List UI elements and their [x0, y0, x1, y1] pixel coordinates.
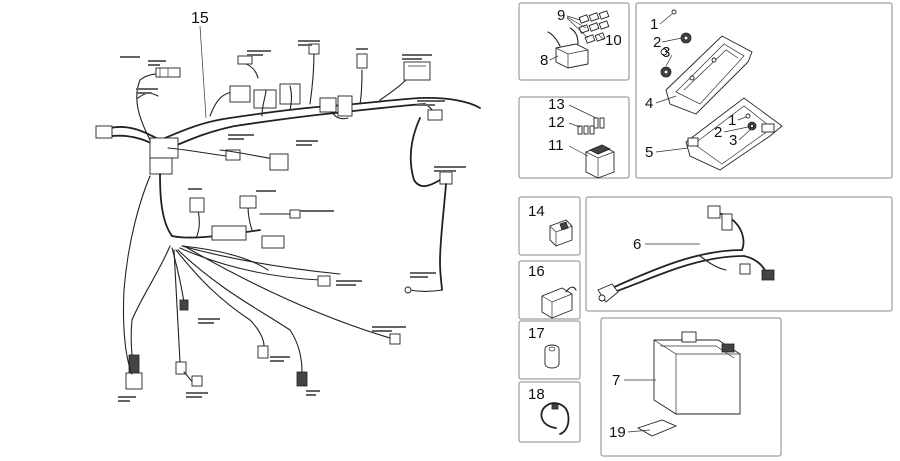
part-6-battery-harness — [597, 205, 775, 303]
part-14-clip — [549, 219, 573, 247]
annotation-lines — [118, 40, 466, 402]
frame-box-17 — [518, 320, 581, 380]
part-16-bracket — [541, 286, 577, 319]
callout-7: 7 — [612, 372, 620, 389]
callout-1b: 1 — [728, 112, 736, 129]
callout-11: 11 — [548, 137, 564, 154]
frame-box-7-19 — [600, 317, 782, 457]
main-wiring-harness — [95, 43, 481, 390]
part-12-13-mini-fuses — [577, 117, 605, 135]
callout-9: 9 — [557, 7, 565, 24]
callout-10: 10 — [605, 32, 622, 49]
part-4-fuse-box-lid — [665, 35, 753, 115]
part-5-fuse-box-base — [685, 97, 783, 171]
callout-1: 1 — [650, 16, 658, 33]
callout-5: 5 — [645, 144, 653, 161]
frame-box-16 — [518, 260, 581, 320]
frame-box-14 — [518, 196, 581, 256]
frame-box-18 — [518, 381, 581, 443]
callout-15: 15 — [191, 10, 209, 27]
part-19-battery-pad — [636, 419, 678, 437]
part-11-relay — [585, 144, 615, 179]
part-7-battery — [653, 331, 741, 415]
callout-6: 6 — [633, 236, 641, 253]
callout-2b: 2 — [714, 124, 722, 141]
callout-3: 3 — [662, 44, 670, 61]
part-17-grommet — [544, 344, 560, 369]
frame-box-6 — [585, 196, 893, 312]
callout-8: 8 — [540, 52, 548, 69]
part-8-fuse-holder — [547, 27, 589, 69]
frame-box-8-9-10 — [518, 2, 630, 81]
callout-4: 4 — [645, 95, 653, 112]
callout-3b: 3 — [729, 132, 737, 149]
part-18-cable-tie — [540, 402, 570, 435]
callout-14: 14 — [528, 203, 545, 220]
callout-17: 17 — [528, 325, 545, 342]
frame-box-11-12-13 — [518, 96, 630, 179]
part-1-2-3-fasteners — [660, 9, 757, 131]
callout-13: 13 — [548, 96, 565, 113]
part-9-10-fuses — [578, 10, 610, 44]
frame-box-1-5 — [635, 2, 893, 179]
callout-2: 2 — [653, 34, 661, 51]
callout-16: 16 — [528, 263, 545, 280]
callout-19: 19 — [609, 424, 626, 441]
callout-18: 18 — [528, 386, 545, 403]
callout-12: 12 — [548, 114, 565, 131]
